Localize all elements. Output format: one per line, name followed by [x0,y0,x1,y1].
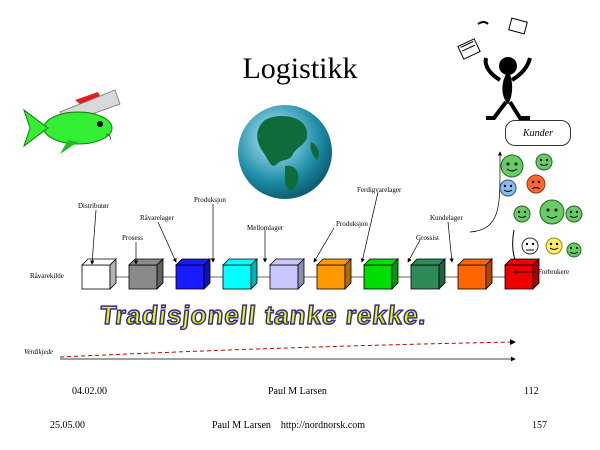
smiley-face-icon [539,199,565,225]
juggler-clipart-icon [457,17,532,120]
fish-clipart-icon [23,89,121,154]
smiley-face-icon [499,179,517,197]
footer-date: 25.05.00 [50,420,85,431]
chain-box-mellomlager [269,258,317,290]
slide-title: Logistikk [242,52,358,85]
pointer-kunder [469,151,503,233]
pointer-produksjon-2 [313,227,335,263]
pointer-grossist [407,239,421,263]
chain-box-produksjon-2 [316,258,364,290]
chain-box-forbruker-box [504,258,540,290]
label-produksjon-2: Produksjon [336,220,368,228]
globe-icon [238,105,332,199]
inner-footer-author: Paul M Larsen [268,386,327,397]
smiley-face-icon [545,237,563,255]
inner-footer-date: 04.02.00 [72,386,107,397]
label-kundelager: Kundelager [430,214,463,222]
label-mellomlager: Mellomlager [247,224,284,232]
smiley-face-icon [500,154,524,178]
label-prosess: Prosess [122,234,144,242]
label-ravarekilde: Råvarekilde [30,272,64,280]
smiley-face-icon [535,153,553,171]
label-grossist: Grossist [416,234,439,242]
verdikjede-label: Verdikjede [24,348,54,356]
chain-box-ferdigvarelager [363,258,411,290]
smiley-face-icon [566,242,582,258]
chain-box-grossist [410,258,458,290]
label-forbrukere: Forbrukere [538,268,570,276]
label-produksjon: Produksjon [194,196,226,204]
pointer-kundelager [447,221,454,263]
sad-face-icon [526,174,546,194]
kunder-label: Kunder [505,120,571,146]
chain-box-produksjon [222,258,270,290]
inner-footer-page: 112 [524,386,539,397]
chain-box-kundelager [457,258,505,290]
label-distributor: Distributør [78,202,109,210]
smiley-face-icon [513,205,531,223]
footer-author: Paul M Larsen http://nordnorsk.com [212,420,366,431]
smiley-face-icon [565,205,583,223]
chain-box-råvarelager [175,258,223,290]
banner-text: Tradisjonell tanke rekke. [98,299,430,331]
label-ravarelager: Råvarelager [140,214,174,222]
customer-faces-group [499,153,583,263]
footer-page: 157 [532,420,547,431]
pointer-ravarelager [157,221,177,263]
value-chain-trend-arrow [59,339,516,358]
chain-box-råvarekilde [81,258,129,290]
pointer-ferdigvarelager [360,191,379,263]
pointer-distributor [90,209,97,265]
label-ferdigvarelager: Ferdigvarelager [357,186,402,194]
neutral-face-icon [521,237,539,255]
